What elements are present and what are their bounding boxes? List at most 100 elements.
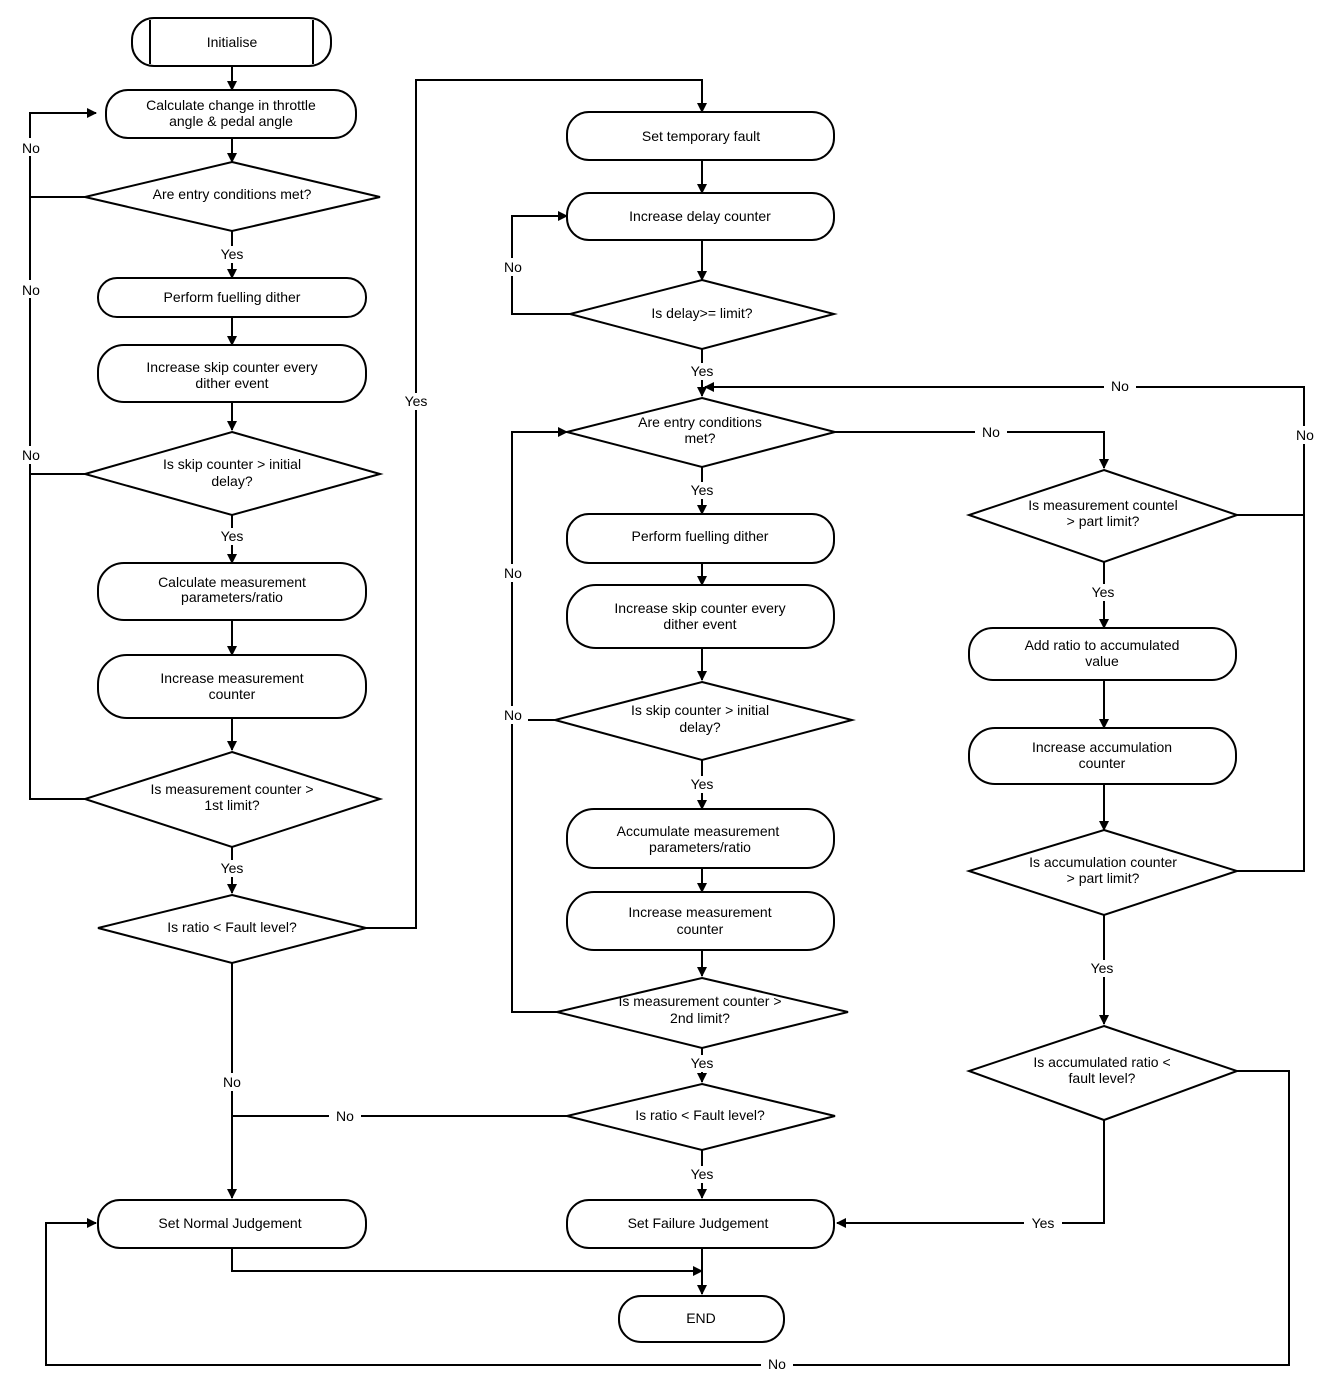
skip-counter-node-2: Increase skip counter every dither event [566,584,835,649]
calc-change-label-2: angle & pedal angle [169,113,293,129]
measurement-counter-label-2b: counter [677,921,724,937]
skip-decision-1-label-a: Is skip counter > initial [163,456,301,472]
accumulation-counter-label-b: counter [1079,755,1126,771]
label-yes-skip2: Yes [691,776,714,792]
edge-measpart-no-loop [704,382,1305,516]
measurement-decision-2-label-a: Is measurement counter > [618,993,781,1009]
skip-decision-2: Is skip counter > initial delay? [551,680,856,762]
accumulation-counter-node: Increase accumulation counter [968,727,1237,785]
set-normal-label: Set Normal Judgement [158,1215,301,1231]
skip-counter-label-2b: dither event [663,616,736,632]
edge-normal-to-end [231,1248,703,1276]
skip-counter-label-2a: Increase skip counter every [614,600,785,616]
measurement-part-label-b: > part limit? [1067,513,1140,529]
calc-measurement-label-b: parameters/ratio [181,589,283,605]
label-no-mid-1: No [504,565,522,581]
initialise-node: Initialise [131,17,332,67]
edge-ratioq1-yes [366,79,707,929]
measurement-part-label-a: Is measurement countel [1028,497,1177,513]
add-ratio-node: Add ratio to accumulated value [968,627,1237,681]
label-no-top-right: No [1111,378,1129,394]
accumulated-ratio-label-b: fault level? [1069,1070,1136,1086]
entry-decision-2: Are entry conditions met? [566,396,839,469]
measurement-decision-1-label-b: 1st limit? [204,797,259,813]
measurement-counter-label-1b: counter [209,686,256,702]
label-no-left-2: No [22,282,40,298]
label-no-right-side: No [1296,427,1314,443]
accumulate-measurement-label-b: parameters/ratio [649,839,751,855]
set-temp-fault-node: Set temporary fault [566,111,835,161]
measurement-part-decision: Is measurement countel > part limit? [965,468,1241,564]
accumulation-decision-label-b: > part limit? [1067,870,1140,886]
connectors [29,66,1305,1366]
fuelling-dither-label-1: Perform fuelling dither [164,289,301,305]
label-yes-ratio2: Yes [691,1166,714,1182]
accumulation-decision-label-a: Is accumulation counter [1029,854,1177,870]
end-label: END [686,1310,716,1326]
edge-meas-no-loop [29,474,85,800]
delay-decision-label: Is delay>= limit? [651,305,752,321]
fuelling-dither-node-1: Perform fuelling dither [97,277,367,318]
skip-counter-label-1a: Increase skip counter every [146,359,317,375]
measurement-counter-label-2a: Increase measurement [628,904,771,920]
shapes: Initialise Calculate change in throttle … [81,17,1241,1343]
accumulate-measurement-label-a: Accumulate measurement [617,823,780,839]
end-node: END [618,1295,785,1343]
edge-ratioq3-yes [836,1120,1105,1228]
entry-decision-1: Are entry conditions met? [84,160,381,233]
label-yes-meas2: Yes [691,1055,714,1071]
fuelling-dither-label-2: Perform fuelling dither [632,528,769,544]
accumulated-ratio-decision: Is accumulated ratio < fault level? [965,1024,1241,1122]
skip-counter-label-1b: dither event [195,375,268,391]
edge-measq2-no-loop [511,720,557,1013]
label-yes-skip1: Yes [221,528,244,544]
label-yes-ratio1: Yes [405,393,428,409]
delay-decision: Is delay>= limit? [566,278,838,351]
entry-decision-2-label-b: met? [684,430,715,446]
label-yes-entry1: Yes [221,246,244,262]
edge-ratioq3-no [45,1070,1290,1366]
measurement-counter-node-1: Increase measurement counter [97,654,367,719]
skip-decision-2-label-b: delay? [679,719,720,735]
calc-change-node: Calculate change in throttle angle & ped… [105,89,357,139]
label-yes-accum: Yes [1091,960,1114,976]
add-ratio-label-a: Add ratio to accumulated [1025,637,1180,653]
label-no-bottom: No [768,1356,786,1372]
edge-labels: No No No Yes Yes Yes Yes No No No Yes No… [16,138,1321,1374]
skip-counter-node-1: Increase skip counter every dither event [97,344,367,403]
ratio-decision-1-label: Is ratio < Fault level? [167,919,297,935]
edge-entry2-no [835,431,1109,469]
accumulated-ratio-label-a: Is accumulated ratio < [1033,1054,1170,1070]
skip-decision-1: Is skip counter > initial delay? [81,430,384,517]
measurement-decision-1: Is measurement counter > 1st limit? [81,750,384,849]
measurement-decision-2: Is measurement counter > 2nd limit? [556,976,849,1050]
label-yes-meas1: Yes [221,860,244,876]
measurement-counter-label-1a: Increase measurement [160,670,303,686]
accumulation-decision: Is accumulation counter > part limit? [965,828,1241,917]
set-failure-label: Set Failure Judgement [628,1215,769,1231]
edge-accumq-no-loop [1237,515,1305,872]
label-no-left-3: No [22,447,40,463]
label-no-delay: No [504,259,522,275]
ratio-decision-2: Is ratio < Fault level? [566,1082,836,1152]
ratio-decision-1: Is ratio < Fault level? [97,893,367,965]
skip-decision-1-label-b: delay? [211,473,252,489]
measurement-decision-1-label-a: Is measurement counter > [150,781,313,797]
delay-counter-node: Increase delay counter [566,192,835,241]
set-normal-node: Set Normal Judgement [97,1199,367,1249]
set-temp-fault-label: Set temporary fault [642,128,760,144]
entry-decision-1-label: Are entry conditions met? [153,186,312,202]
initialise-label: Initialise [207,34,258,50]
fuelling-dither-node-2: Perform fuelling dither [566,513,835,564]
calc-measurement-label-a: Calculate measurement [158,574,306,590]
ratio-decision-2-label: Is ratio < Fault level? [635,1107,765,1123]
accumulate-measurement-node: Accumulate measurement parameters/ratio [566,808,835,869]
measurement-decision-2-label-b: 2nd limit? [670,1010,730,1026]
label-yes-accumratio: Yes [1032,1215,1055,1231]
label-yes-delay: Yes [691,363,714,379]
label-yes-entry2: Yes [691,482,714,498]
label-yes-measpart: Yes [1092,584,1115,600]
calc-measurement-node: Calculate measurement parameters/ratio [97,562,367,621]
label-no-mid-2: No [504,707,522,723]
